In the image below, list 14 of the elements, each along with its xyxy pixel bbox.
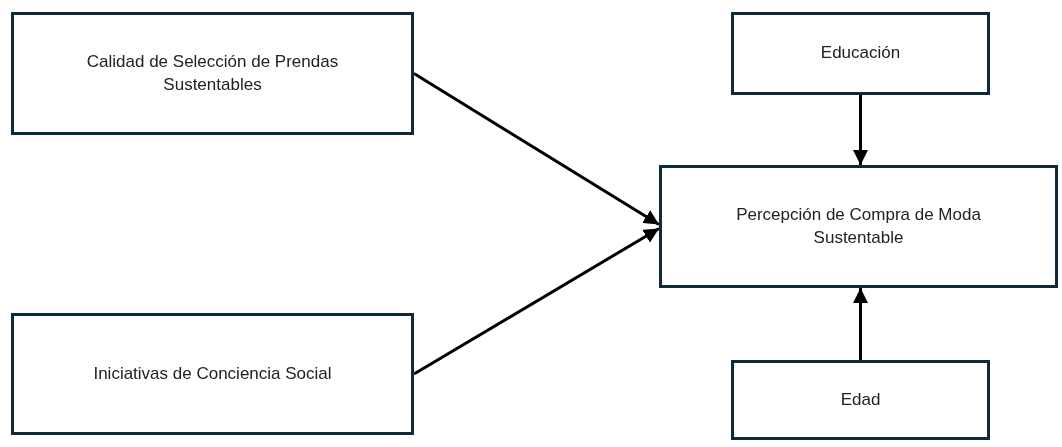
box-label: Educación [820, 42, 901, 65]
box-label: Iniciativas de Conciencia Social [93, 362, 332, 385]
box-label: Edad [840, 388, 881, 411]
concept-box [11, 12, 414, 135]
box-label: Percepción de Compra de Moda Sustentable [735, 204, 982, 249]
arrow [853, 95, 868, 165]
box-label: Calidad de Selección de Prendas Sustentables [85, 51, 340, 96]
arrow [853, 288, 868, 360]
arrow [413, 72, 660, 226]
concept-box [731, 360, 990, 440]
concept-box [659, 165, 1058, 288]
concept-box [11, 313, 414, 435]
concept-box [731, 12, 990, 95]
arrow [413, 227, 660, 376]
